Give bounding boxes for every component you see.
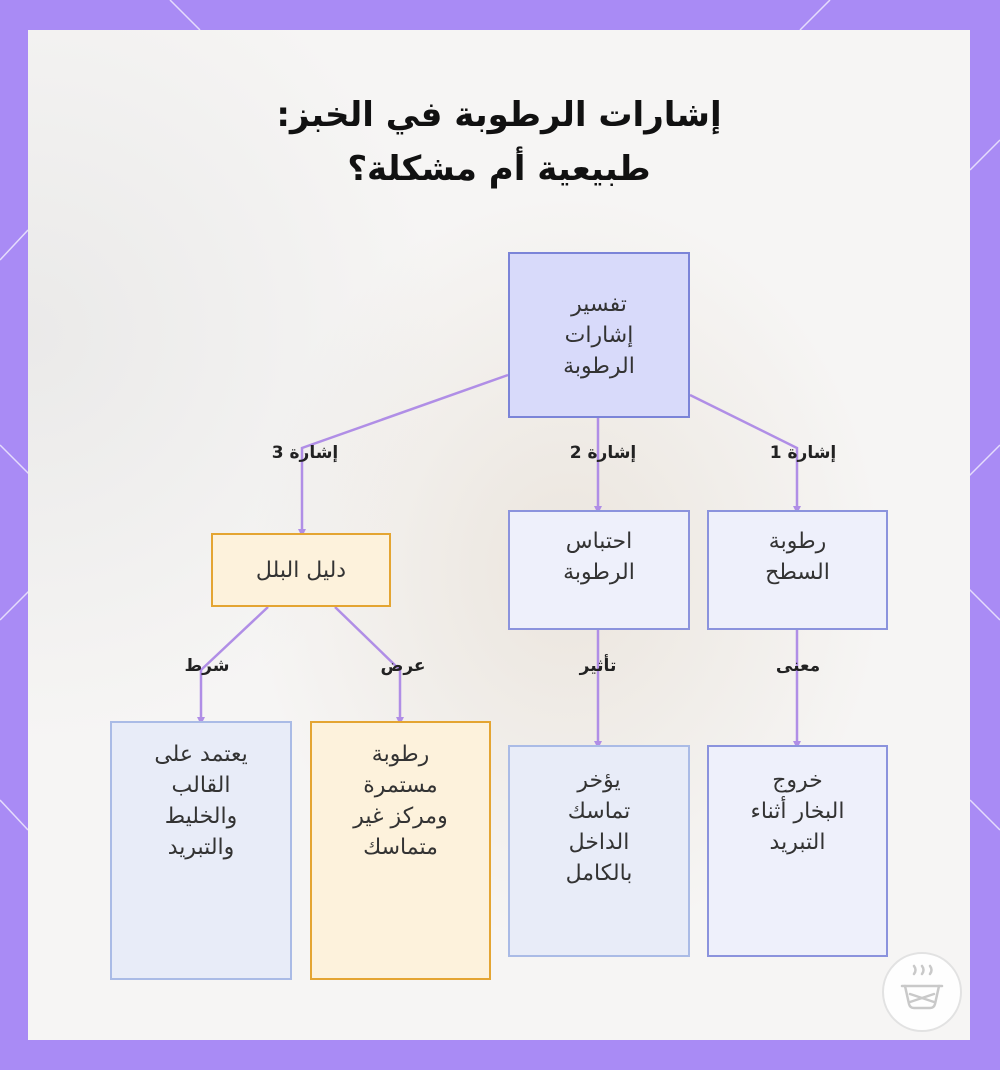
edge-label-sign3: إشارة 3 [271,443,339,463]
edge-root-to-surface [689,393,801,514]
node-depends-on: يعتمد على القالب والخليط والتبريد [110,721,292,980]
edge-label-condition: شرط [184,656,230,676]
node-surface-moisture-text: رطوبة السطح [765,529,830,585]
node-root: تفسير إشارات الرطوبة [508,252,690,418]
diagram-title: إشارات الرطوبة في الخبز: طبيعية أم مشكلة… [28,88,970,196]
node-steam-exit: خروج البخار أثناء التبريد [707,745,888,957]
node-moisture-retention-text: احتباس الرطوبة [563,529,635,585]
node-delays-setting: يؤخر تماسك الداخل بالكامل [508,745,690,957]
node-delays-setting-text: يؤخر تماسك الداخل بالكامل [565,768,633,886]
bread-basket-logo-icon [882,952,962,1032]
edge-label-sign2: إشارة 2 [569,443,637,463]
node-wetness-evidence-text: دليل البلل [255,557,347,583]
node-wetness-evidence: دليل البلل [211,533,391,607]
edge-label-sign1: إشارة 1 [769,443,837,463]
edge-wetness-to-depends [197,606,269,725]
node-moisture-retention: احتباس الرطوبة [508,510,690,630]
node-surface-moisture: رطوبة السطح [707,510,888,630]
title-line-2: طبيعية أم مشكلة؟ [347,149,651,189]
node-steam-exit-text: خروج البخار أثناء التبريد [750,768,845,855]
node-persistent-moisture: رطوبة مستمرة ومركز غير متماسك [310,721,491,980]
edge-label-effect: تأثير [579,656,617,676]
edge-root-to-wetness [298,373,509,537]
node-depends-on-text: يعتمد على القالب والخليط والتبريد [154,742,248,860]
node-persistent-moisture-text: رطوبة مستمرة ومركز غير متماسك [353,742,448,860]
edge-label-meaning: معنى [775,656,821,676]
edge-label-symptom: عرض [380,656,426,676]
title-line-1: إشارات الرطوبة في الخبز: [276,95,722,135]
edge-wetness-to-persistent [334,606,404,725]
node-root-text: تفسير إشارات الرطوبة [563,291,635,379]
